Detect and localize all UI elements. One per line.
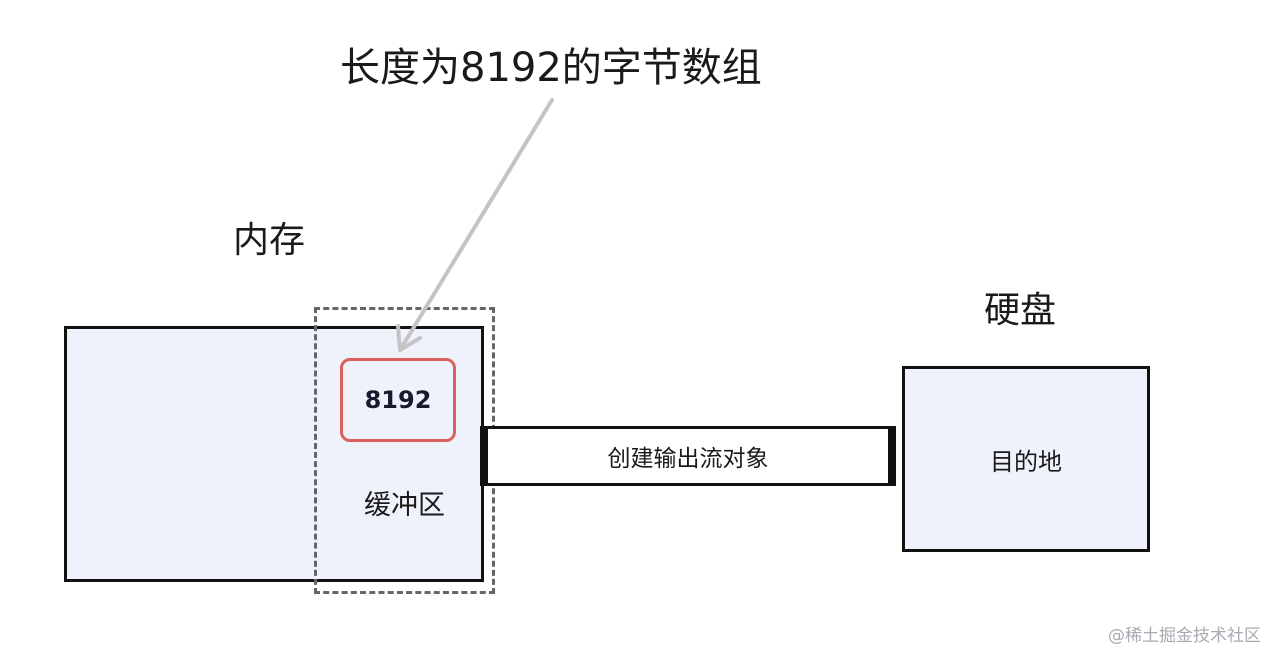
destination-box: 目的地: [902, 366, 1150, 552]
disk-label: 硬盘: [984, 290, 1057, 331]
array-annotation-label: 长度为8192的字节数组: [340, 45, 762, 91]
buffer-size-box: 8192: [340, 358, 456, 442]
annotation-arrow-shaft: [398, 98, 554, 352]
annotation-arrow-head: [396, 324, 422, 352]
buffer-label: 缓冲区: [364, 490, 445, 521]
buffer-size-value: 8192: [364, 386, 432, 414]
destination-label: 目的地: [990, 447, 1062, 476]
output-stream-connector: 创建输出流对象: [480, 426, 896, 486]
memory-label: 内存: [233, 220, 306, 261]
output-stream-label: 创建输出流对象: [607, 446, 769, 472]
watermark: @稀土掘金技术社区: [1108, 626, 1261, 646]
